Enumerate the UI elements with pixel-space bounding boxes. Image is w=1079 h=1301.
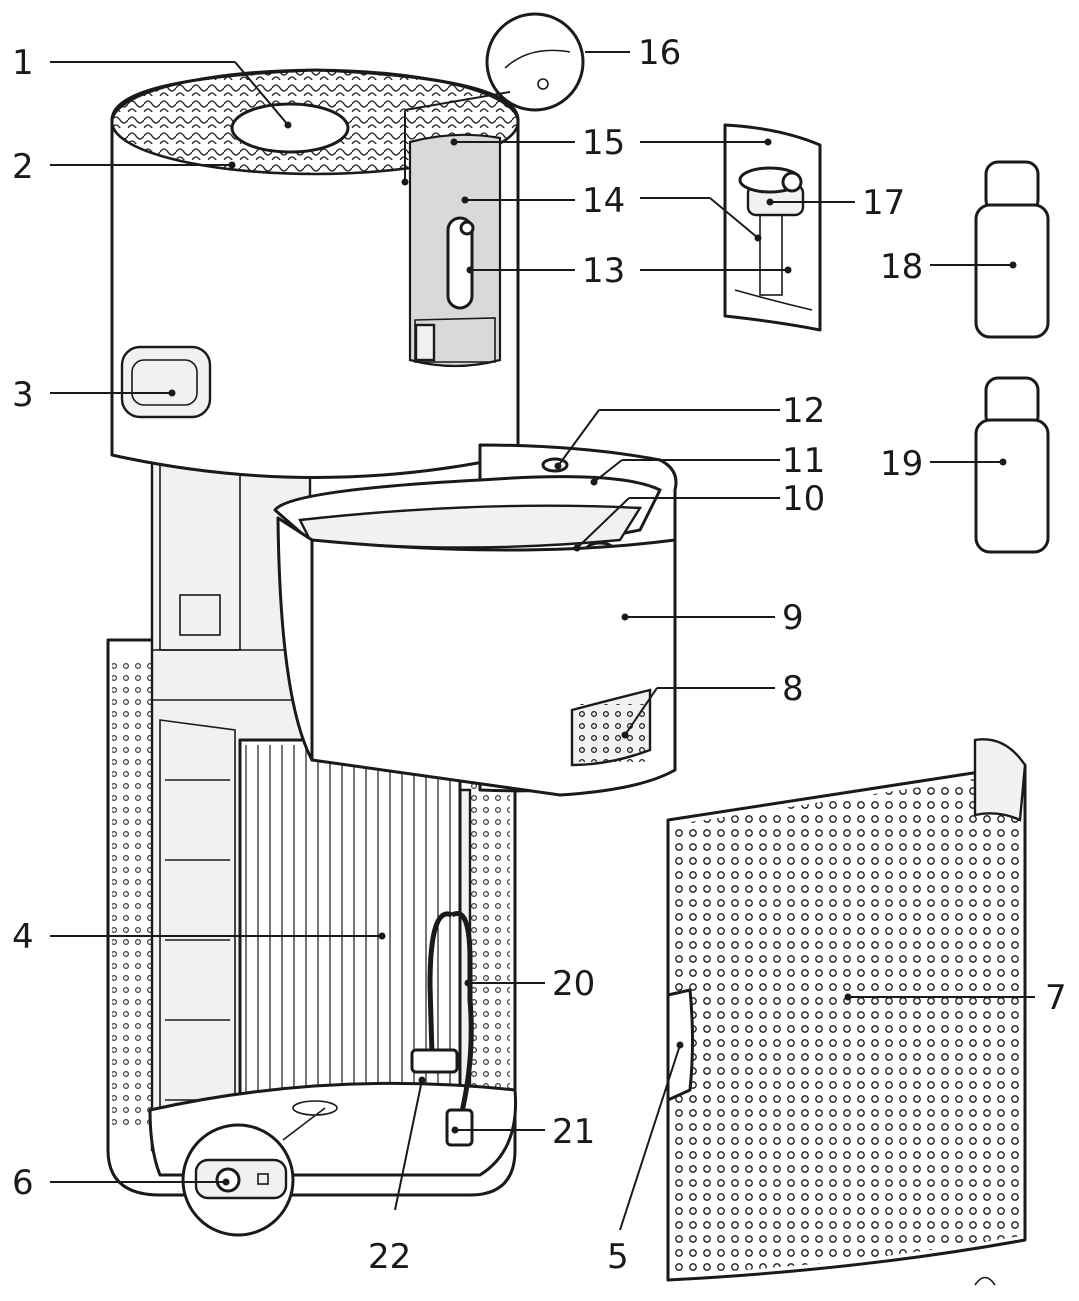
callout-13: 13: [582, 251, 625, 291]
water-tank: [408, 133, 502, 368]
callout-7: 7: [1045, 978, 1067, 1018]
leader-lines: [50, 51, 1035, 1231]
callout-10: 10: [782, 479, 825, 519]
callout-20: 20: [552, 964, 595, 1004]
control-panel: [120, 345, 212, 419]
callout-15: 15: [582, 123, 625, 163]
callout-1: 1: [12, 43, 34, 83]
callout-6: 6: [12, 1163, 34, 1203]
callout-4: 4: [12, 917, 34, 957]
purifier-body: [106, 448, 518, 1197]
bottle-18: [974, 160, 1050, 339]
callout-5: 5: [607, 1237, 629, 1277]
callout-14: 14: [582, 181, 625, 221]
vent-grille: [570, 688, 652, 767]
callout-3: 3: [12, 375, 34, 415]
callout-19: 19: [880, 444, 923, 484]
callout-11: 11: [782, 441, 825, 481]
detail-circle-16: [485, 12, 585, 112]
callout-22: 22: [368, 1237, 411, 1277]
callout-18: 18: [880, 247, 923, 287]
callout-16: 16: [638, 33, 681, 73]
perforated-cover: [666, 738, 1027, 1286]
callout-17: 17: [862, 183, 905, 223]
bottle-19: [974, 376, 1050, 554]
filter-cylinder: [238, 738, 462, 1122]
tank-lid-detail: [723, 123, 822, 332]
callout-2: 2: [12, 147, 34, 187]
callout-8: 8: [782, 669, 804, 709]
power-cord: [410, 911, 474, 1147]
callout-21: 21: [552, 1112, 595, 1152]
callout-9: 9: [782, 598, 804, 638]
callout-numbers: 1 2 3 4 5 6 7 8 9 10 11 12 13 14 15 16 1…: [12, 33, 1067, 1277]
callout-12: 12: [782, 391, 825, 431]
water-reservoir: [273, 443, 678, 797]
